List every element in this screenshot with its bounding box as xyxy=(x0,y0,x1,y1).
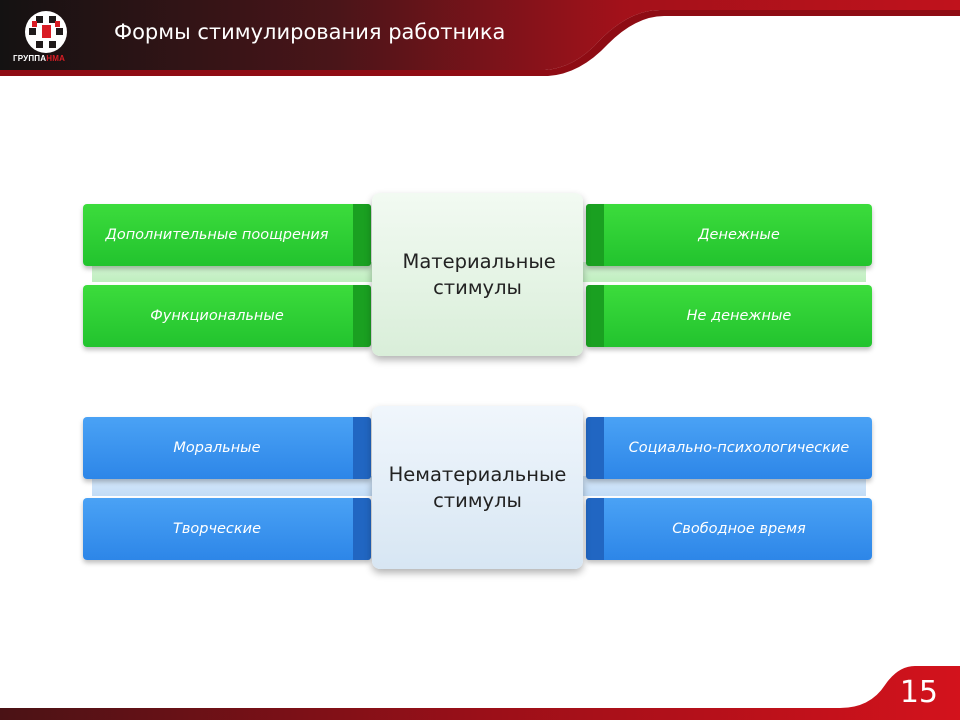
material-item-label: Дополнительные поощрения xyxy=(105,227,329,243)
non-material-item-free-time: Свободное время xyxy=(586,498,872,560)
bar-tab xyxy=(353,498,371,560)
material-item-label: Функциональные xyxy=(150,308,284,324)
bar-tab xyxy=(586,498,604,560)
non-material-item-label: Творческие xyxy=(172,521,262,537)
material-item-label: Денежные xyxy=(698,227,780,243)
non-material-stimuli-box: Нематериальные стимулы xyxy=(372,406,583,569)
bar-tab xyxy=(353,285,371,347)
non-material-item-label: Моральные xyxy=(173,440,261,456)
bar-tab xyxy=(586,204,604,266)
footer-band xyxy=(0,666,960,720)
non-material-item-socio-psychological: Социально-психологические xyxy=(586,417,872,479)
material-item-additional-rewards: Дополнительные поощрения xyxy=(83,204,371,266)
non-material-stimuli-label: Нематериальные стимулы xyxy=(388,462,567,512)
bar-tab xyxy=(586,417,604,479)
material-item-non-monetary: Не денежные xyxy=(586,285,872,347)
material-stimuli-label: Материальные стимулы xyxy=(402,249,556,299)
material-item-functional: Функциональные xyxy=(83,285,371,347)
material-item-monetary: Денежные xyxy=(586,204,872,266)
page-number: 15 xyxy=(899,675,938,710)
material-stimuli-box: Материальные стимулы xyxy=(372,193,583,356)
material-item-label: Не денежные xyxy=(686,308,792,324)
non-material-item-creative: Творческие xyxy=(83,498,371,560)
company-logo xyxy=(20,8,72,68)
bar-tab xyxy=(586,285,604,347)
bar-tab xyxy=(353,204,371,266)
bar-tab xyxy=(353,417,371,479)
non-material-item-label: Социально-психологические xyxy=(628,440,850,456)
globe-logo-icon xyxy=(25,11,67,53)
non-material-item-moral: Моральные xyxy=(83,417,371,479)
non-material-item-label: Свободное время xyxy=(672,521,806,537)
slide-title: Формы стимулирования работника xyxy=(114,20,506,44)
header-band xyxy=(0,0,960,76)
logo-text: ГРУППАНМА xyxy=(13,54,66,63)
